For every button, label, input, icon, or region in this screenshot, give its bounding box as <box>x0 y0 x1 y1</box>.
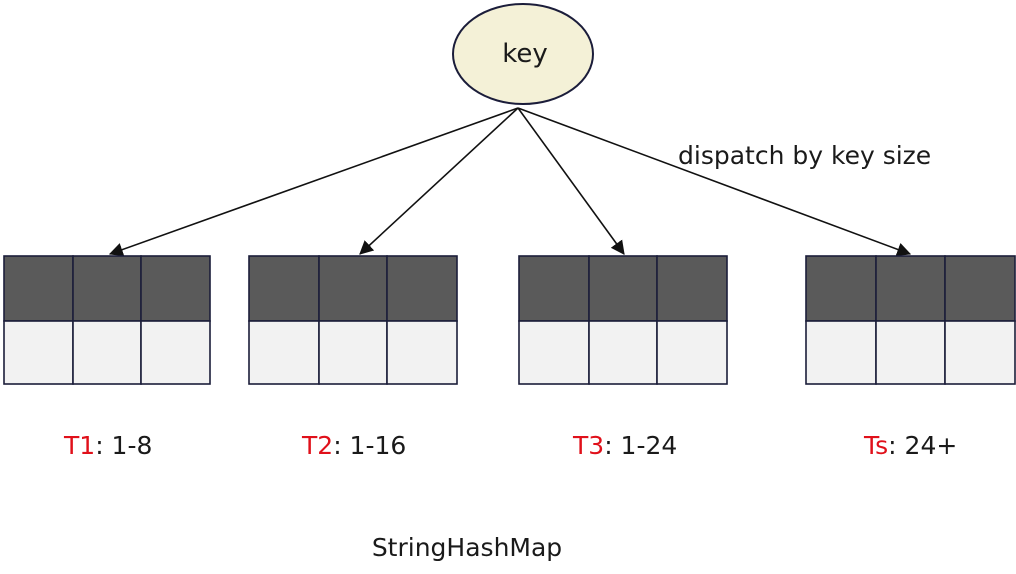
t3-header-cell <box>656 255 728 322</box>
table-range-t2: : 1-16 <box>333 431 407 460</box>
ts-header-cell <box>805 255 877 322</box>
arrow-to-ts <box>517 107 912 257</box>
t2-body-cell <box>248 320 320 385</box>
table-label-t3: T3: 1-24 <box>573 428 677 464</box>
t1-header-cell <box>72 255 142 322</box>
table-name-t3: T3 <box>573 431 605 460</box>
t2-body-cell <box>318 320 388 385</box>
hash-table-t2 <box>248 255 458 385</box>
ts-body-cell <box>875 320 946 385</box>
table-label-t1: T1: 1-8 <box>64 428 152 464</box>
hash-table-t3 <box>518 255 728 385</box>
t1-body-cell <box>140 320 211 385</box>
key-node-label: key <box>502 39 548 69</box>
hash-table-ts <box>805 255 1016 385</box>
table-label-ts: Ts: 24+ <box>864 428 957 464</box>
t1-body-cell <box>3 320 74 385</box>
t2-header-cell <box>386 255 458 322</box>
table-name-ts: Ts <box>864 431 889 460</box>
arrow-to-t3 <box>517 107 625 255</box>
t1-body-cell <box>72 320 142 385</box>
t1-header-cell <box>140 255 211 322</box>
ts-header-cell <box>875 255 946 322</box>
hash-table-t1 <box>3 255 211 385</box>
diagram-caption: StringHashMap <box>371 533 563 562</box>
ts-header-cell <box>944 255 1016 322</box>
t2-header-cell <box>318 255 388 322</box>
t2-header-cell <box>248 255 320 322</box>
table-range-ts: : 24+ <box>888 431 958 460</box>
table-label-t2: T2: 1-16 <box>302 428 406 464</box>
ts-body-cell <box>944 320 1016 385</box>
dispatch-arrows <box>108 107 912 257</box>
arrow-to-t1 <box>108 107 519 257</box>
t3-body-cell <box>518 320 590 385</box>
t3-body-cell <box>588 320 658 385</box>
t3-header-cell <box>518 255 590 322</box>
key-node <box>452 3 594 105</box>
t1-header-cell <box>3 255 74 322</box>
t3-header-cell <box>588 255 658 322</box>
table-name-t1: T1 <box>64 431 96 460</box>
ts-body-cell <box>805 320 877 385</box>
t3-body-cell <box>656 320 728 385</box>
dispatch-edge-label: dispatch by key size <box>678 141 932 170</box>
t2-body-cell <box>386 320 458 385</box>
table-range-t1: : 1-8 <box>95 431 153 460</box>
table-name-t2: T2 <box>302 431 334 460</box>
table-range-t3: : 1-24 <box>604 431 678 460</box>
arrow-to-t2 <box>359 107 519 255</box>
